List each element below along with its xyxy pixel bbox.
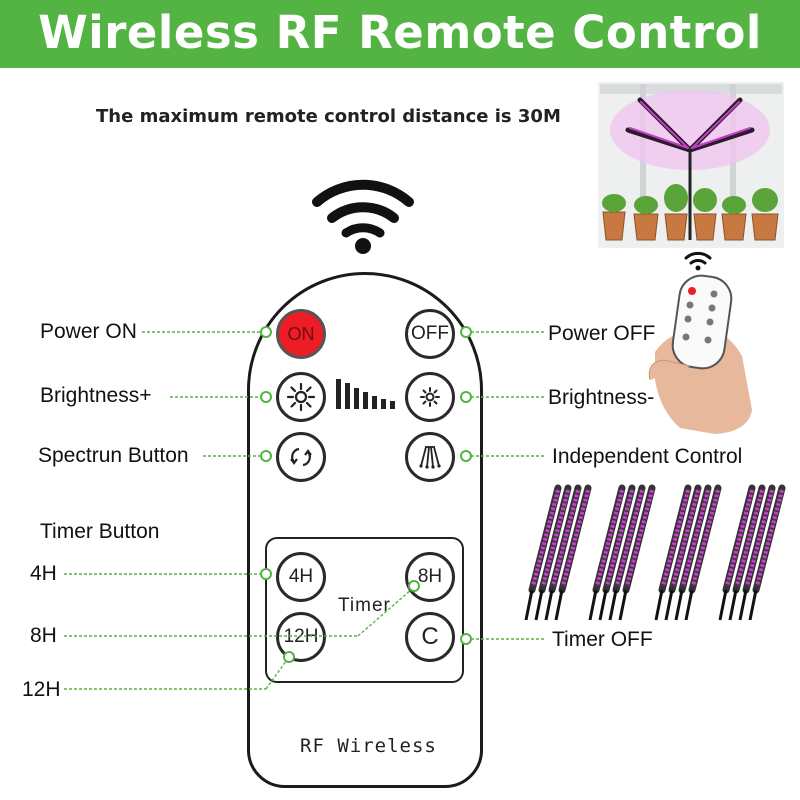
label-brightness-up: Brightness+ (40, 384, 152, 407)
grow-light-strip (688, 484, 722, 594)
grow-light-stem (618, 589, 628, 621)
timer-12h-button[interactable]: 12H (276, 612, 326, 662)
label-timer-button: Timer Button (40, 520, 160, 543)
grow-light-strip (622, 484, 656, 594)
grow-light-stem (748, 589, 758, 621)
grow-light-led (735, 489, 764, 587)
grow-light-strip (602, 484, 636, 594)
brightness-down-icon (420, 387, 440, 407)
brightness-down-button[interactable] (405, 372, 455, 422)
timer-4h-label: 4H (288, 566, 314, 587)
distance-note: The maximum remote control distance is 3… (96, 106, 561, 127)
product-photo (598, 82, 784, 248)
grow-light-stem (728, 589, 738, 621)
grow-light-strip (752, 484, 786, 594)
remote-footer-label: RF Wireless (300, 735, 437, 757)
grow-light-led (541, 489, 570, 587)
power-off-button-label: OFF (411, 323, 449, 344)
grow-light-led (605, 489, 634, 587)
title-banner: Wireless RF Remote Control (0, 0, 800, 68)
timer-12h-label: 12H (283, 626, 319, 647)
grow-light-led (531, 489, 560, 587)
grow-light-stem (654, 589, 664, 621)
timer-8h-button[interactable]: 8H (405, 552, 455, 602)
label-spectrum: Spectrun Button (38, 444, 189, 467)
grow-light-led (625, 489, 654, 587)
spectrum-button[interactable] (276, 432, 326, 482)
grow-light-led (551, 489, 580, 587)
grow-light-strip (668, 484, 702, 594)
power-on-button[interactable]: ON (276, 309, 326, 359)
banner-title: Wireless RF Remote Control (38, 6, 762, 59)
grow-light-strip (722, 484, 756, 594)
grow-light-led (661, 489, 690, 587)
label-power-off: Power OFF (548, 322, 656, 345)
grow-light-stem (524, 589, 534, 621)
grow-light-strip (538, 484, 572, 594)
timer-8h-label: 8H (417, 566, 443, 587)
remote-body (247, 272, 483, 788)
brightness-up-button[interactable] (276, 372, 326, 422)
timer-cancel-label: C (421, 623, 439, 650)
grow-light-stem (534, 589, 544, 621)
independent-control-button[interactable] (405, 432, 455, 482)
grow-light-strip (548, 484, 582, 594)
grow-light-stem (544, 589, 554, 621)
grow-light-strip (742, 484, 776, 594)
label-12h: 12H (22, 678, 61, 701)
grow-light-stem (664, 589, 674, 621)
grow-light-stem (588, 589, 598, 621)
timer-cancel-button[interactable]: C (405, 612, 455, 662)
grow-light-led (745, 489, 774, 587)
grow-light-stem (674, 589, 684, 621)
grow-light-led (595, 489, 624, 587)
grow-light-led (671, 489, 700, 587)
grow-light-strip (612, 484, 646, 594)
grow-light-stem (684, 589, 694, 621)
power-off-button[interactable]: OFF (405, 309, 455, 359)
label-brightness-down: Brightness- (548, 386, 655, 409)
grow-light-led (755, 489, 784, 587)
timer-panel-label: Timer (338, 595, 391, 616)
grow-light-led (561, 489, 590, 587)
power-on-button-label: ON (287, 323, 315, 344)
grow-light-led (681, 489, 710, 587)
independent-icon (419, 446, 441, 469)
label-8h: 8H (30, 624, 57, 647)
grow-light-strip (558, 484, 592, 594)
grow-light-led (615, 489, 644, 587)
grow-light-strip (732, 484, 766, 594)
grow-light-strip (678, 484, 712, 594)
brightness-up-icon (286, 382, 316, 412)
label-independent: Independent Control (552, 445, 743, 468)
label-power-on: Power ON (40, 320, 137, 343)
grow-light-stem (554, 589, 564, 621)
grow-light-stem (718, 589, 728, 621)
grow-light-led (725, 489, 754, 587)
timer-4h-button[interactable]: 4H (276, 552, 326, 602)
grow-light-strip (528, 484, 562, 594)
small-wifi-icon (684, 251, 712, 265)
label-timer-off: Timer OFF (552, 628, 653, 651)
grow-light-strip (592, 484, 626, 594)
label-4h: 4H (30, 562, 57, 585)
grow-light-stem (738, 589, 748, 621)
grow-light-stem (598, 589, 608, 621)
grow-light-strip (658, 484, 692, 594)
grow-light-led (691, 489, 720, 587)
spectrum-icon (290, 447, 312, 467)
timer-panel (265, 537, 464, 683)
grow-light-stem (608, 589, 618, 621)
